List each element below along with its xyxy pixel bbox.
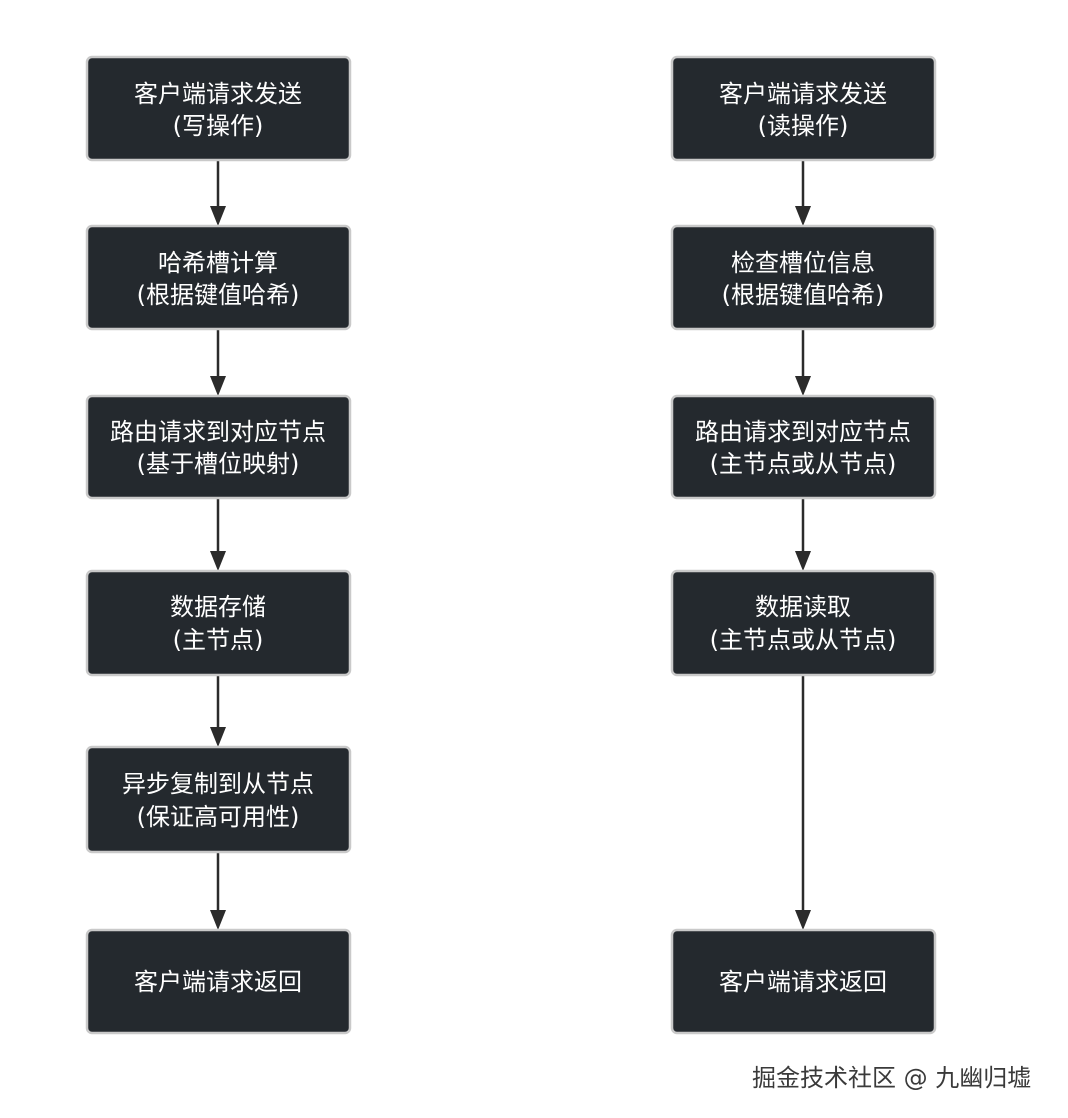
node-line-1: 检查槽位信息 xyxy=(731,249,875,277)
node-line-2: (读操作) xyxy=(758,112,849,140)
node-line-2: (保证高可用性) xyxy=(137,803,300,831)
write-node-route-request: 路由请求到对应节点 (基于槽位映射) xyxy=(85,394,352,500)
write-node-async-replicate: 异步复制到从节点 (保证高可用性) xyxy=(85,745,352,854)
node-line-2: (主节点或从节点) xyxy=(710,626,897,654)
read-node-client-return: 客户端请求返回 xyxy=(670,928,937,1035)
watermark-text: 掘金技术社区 @ 九幽归墟 xyxy=(752,1064,1032,1092)
node-line-1: 路由请求到对应节点 xyxy=(110,418,326,446)
edge-read-2-to-3 xyxy=(795,329,811,396)
write-flow-edges xyxy=(210,160,226,930)
edge-write-4-to-5 xyxy=(210,675,226,747)
edge-write-5-to-6 xyxy=(210,852,226,930)
node-line-1: 异步复制到从节点 xyxy=(122,770,314,798)
node-line-2: (根据键值哈希) xyxy=(722,281,885,309)
edge-write-1-to-2 xyxy=(210,160,226,226)
node-line-1: 路由请求到对应节点 xyxy=(695,418,911,446)
read-flow-nodes: 客户端请求发送 (读操作) 检查槽位信息 (根据键值哈希) 路由请求到对应节点 … xyxy=(670,55,937,1035)
read-node-client-send: 客户端请求发送 (读操作) xyxy=(670,55,937,162)
node-line-1: 客户端请求返回 xyxy=(719,968,887,996)
read-node-data-read: 数据读取 (主节点或从节点) xyxy=(670,569,937,677)
node-line-1: 哈希槽计算 xyxy=(158,249,278,277)
write-node-hash-slot: 哈希槽计算 (根据键值哈希) xyxy=(85,224,352,331)
node-line-1: 客户端请求返回 xyxy=(134,968,302,996)
node-line-2: (根据键值哈希) xyxy=(137,281,300,309)
node-line-2: (基于槽位映射) xyxy=(137,450,300,478)
node-line-2: (主节点或从节点) xyxy=(710,450,897,478)
node-line-2: (主节点) xyxy=(173,626,264,654)
edge-read-1-to-2 xyxy=(795,160,811,226)
write-node-client-send: 客户端请求发送 (写操作) xyxy=(85,55,352,162)
edge-write-3-to-4 xyxy=(210,498,226,571)
read-node-route-request: 路由请求到对应节点 (主节点或从节点) xyxy=(670,394,937,500)
edge-read-3-to-4 xyxy=(795,498,811,571)
node-line-1: 客户端请求发送 xyxy=(134,80,302,108)
write-node-client-return: 客户端请求返回 xyxy=(85,928,352,1035)
node-line-1: 数据读取 xyxy=(755,593,851,621)
write-flow-nodes: 客户端请求发送 (写操作) 哈希槽计算 (根据键值哈希) 路由请求到对应节点 (… xyxy=(85,55,352,1035)
node-line-1: 数据存储 xyxy=(170,593,266,621)
write-node-data-store: 数据存储 (主节点) xyxy=(85,569,352,677)
edge-read-4-to-5 xyxy=(795,675,811,930)
read-flow-edges xyxy=(795,160,811,930)
read-node-check-slot: 检查槽位信息 (根据键值哈希) xyxy=(670,224,937,331)
node-line-2: (写操作) xyxy=(173,112,264,140)
edge-write-2-to-3 xyxy=(210,329,226,396)
node-line-1: 客户端请求发送 xyxy=(719,80,887,108)
